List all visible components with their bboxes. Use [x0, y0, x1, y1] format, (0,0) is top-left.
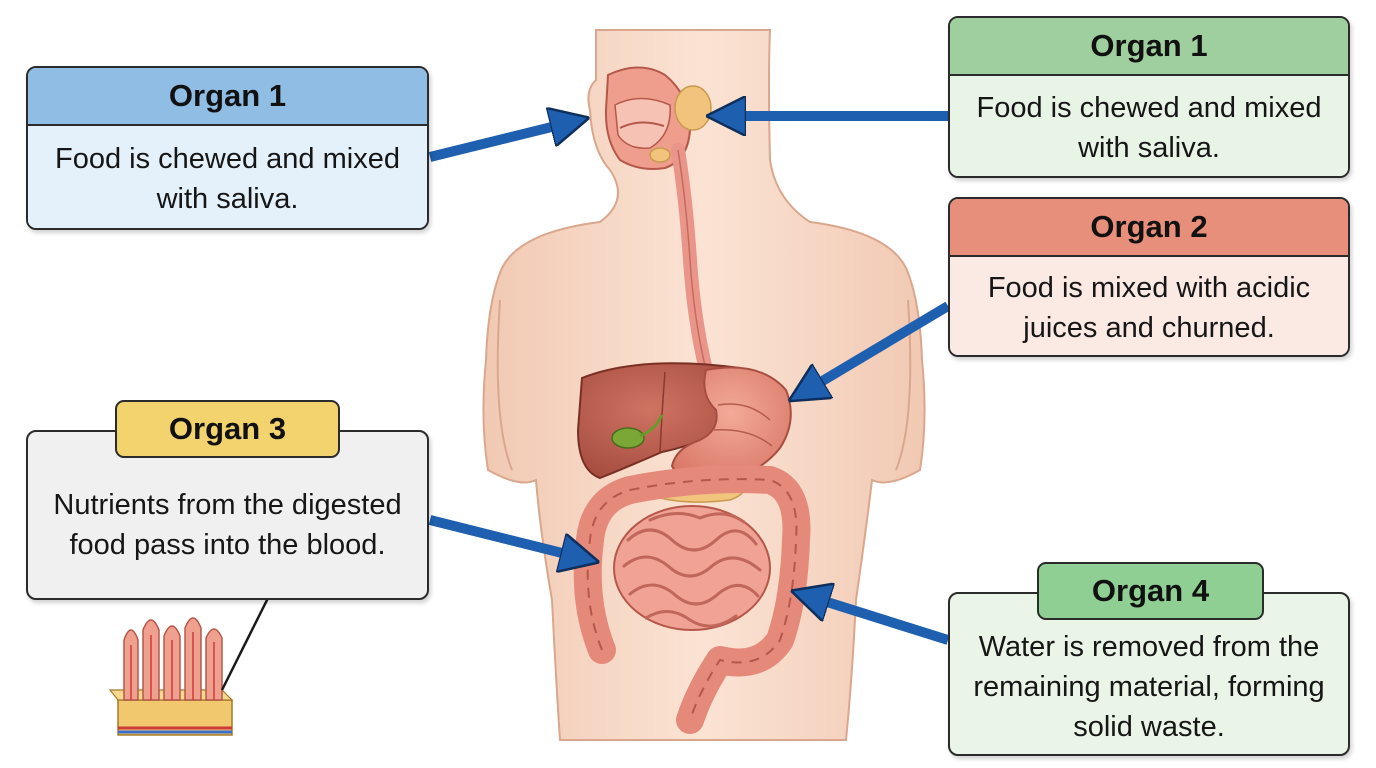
label-organ3-text: Nutrients from the digested food pass in…: [26, 430, 429, 600]
label-organ3-title: Organ 3: [115, 400, 340, 458]
arrow-organ4: [808, 596, 950, 645]
label-organ2-title: Organ 2: [950, 199, 1348, 257]
arrow-organ1-left: [428, 122, 572, 162]
label-organ1-left: Organ 1 Food is chewed and mixed with sa…: [26, 66, 429, 230]
arrow-organ3: [428, 515, 582, 558]
label-organ1-left-text: Food is chewed and mixed with saliva.: [28, 126, 427, 228]
label-organ2: Organ 2 Food is mixed with acidic juices…: [948, 197, 1350, 357]
villi-inset: [108, 617, 234, 736]
small-intestine: [613, 505, 771, 631]
gallbladder: [611, 427, 645, 449]
label-organ1-right: Organ 1 Food is chewed and mixed with sa…: [948, 16, 1350, 178]
label-organ4-title: Organ 4: [1037, 562, 1264, 620]
label-organ1-right-title: Organ 1: [950, 18, 1348, 76]
arrow-organ2: [804, 301, 951, 392]
arrows: [428, 116, 951, 645]
label-organ2-text: Food is mixed with acidic juices and chu…: [950, 257, 1348, 355]
villi-pointer-line: [220, 597, 270, 691]
label-organ1-right-text: Food is chewed and mixed with saliva.: [950, 76, 1348, 176]
label-organ1-left-title: Organ 1: [28, 68, 427, 126]
